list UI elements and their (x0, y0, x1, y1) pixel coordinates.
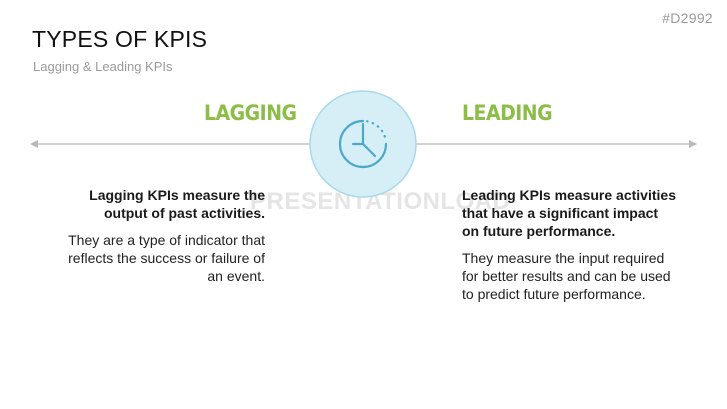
clock-icon (309, 90, 417, 198)
leading-description: Leading KPIs measure activities that hav… (462, 186, 677, 303)
lagging-heading: LAGGING (204, 101, 297, 125)
page-subtitle: Lagging & Leading KPIs (33, 59, 173, 74)
clock-badge (309, 90, 417, 198)
slide-id: #D2992 (662, 10, 713, 26)
page-title: TYPES OF KPIS (32, 26, 208, 52)
leading-heading: LEADING (462, 101, 553, 125)
leading-body: They measure the input required for bett… (462, 250, 671, 302)
lagging-description: Lagging KPIs measure the output of past … (60, 186, 265, 285)
lagging-body: They are a type of indicator that reflec… (68, 232, 265, 284)
leading-lead: Leading KPIs measure activities that hav… (462, 187, 676, 239)
lagging-lead: Lagging KPIs measure the output of past … (89, 187, 265, 221)
